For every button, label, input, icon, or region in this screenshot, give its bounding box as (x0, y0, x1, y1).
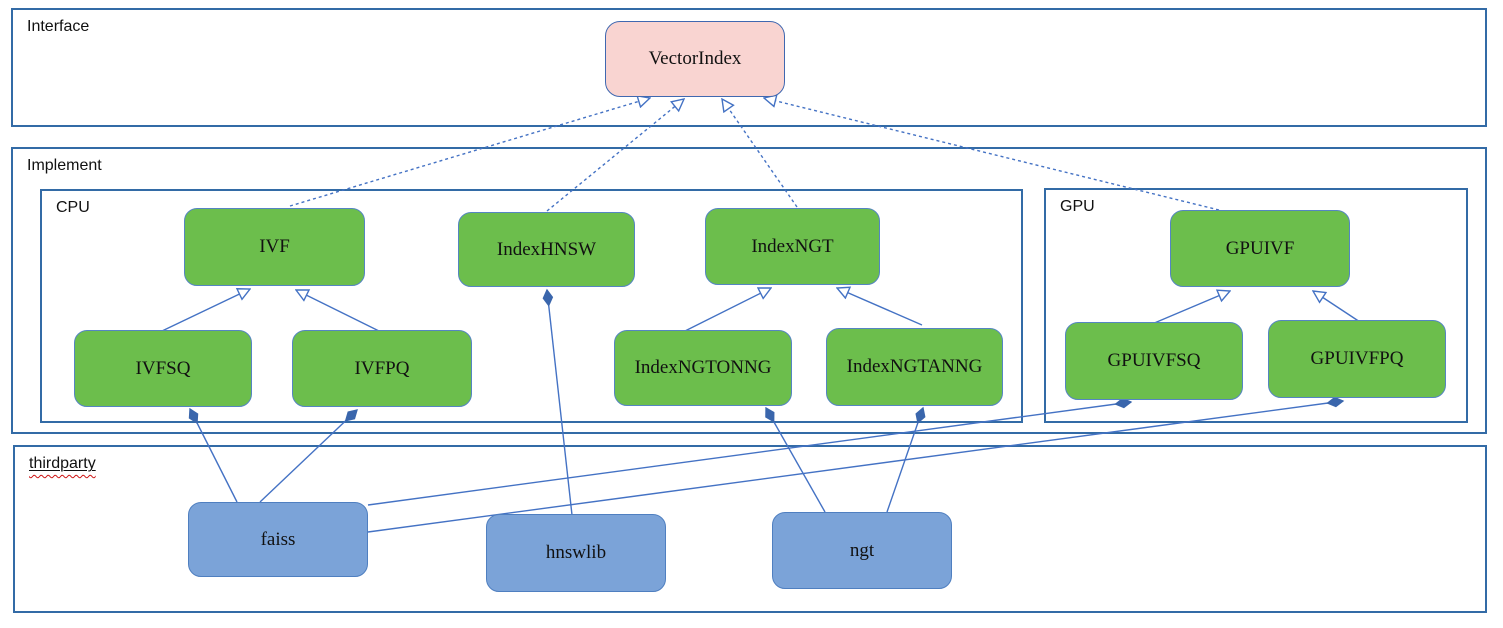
node-ivf-label: IVF (259, 236, 290, 257)
node-gpuivfpq-label: GPUIVFPQ (1310, 348, 1404, 369)
node-indexhnsw[interactable]: IndexHNSW (458, 212, 635, 287)
node-indexngtanng-label: IndexNGTANNG (846, 356, 983, 377)
node-ivf[interactable]: IVF (184, 208, 365, 286)
node-gpuivfsq-label: GPUIVFSQ (1107, 350, 1201, 371)
node-gpuivfsq[interactable]: GPUIVFSQ (1065, 322, 1243, 400)
node-ivfpq[interactable]: IVFPQ (292, 330, 472, 407)
container-interface-label: Interface (27, 18, 90, 35)
node-faiss[interactable]: faiss (188, 502, 368, 577)
node-indexngt[interactable]: IndexNGT (705, 208, 880, 285)
container-implement-label: Implement (27, 157, 102, 174)
node-indexhnsw-label: IndexHNSW (496, 238, 597, 260)
node-indexngt-label: IndexNGT (751, 235, 834, 257)
node-hnswlib[interactable]: hnswlib (486, 514, 666, 592)
node-indexngtonng[interactable]: IndexNGTONNG (614, 330, 792, 406)
node-ngt[interactable]: ngt (772, 512, 952, 589)
node-indexngtanng[interactable]: IndexNGTANNG (826, 328, 1003, 406)
node-hnswlib-label: hnswlib (545, 542, 607, 563)
node-ivfsq-label: IVFSQ (135, 357, 191, 379)
container-gpu-label: GPU (1060, 198, 1095, 215)
node-ivfpq-label: IVFPQ (354, 357, 410, 379)
node-faiss-label: faiss (260, 528, 296, 550)
node-vectorindex-label: VectorIndex (648, 48, 742, 69)
node-gpuivf[interactable]: GPUIVF (1170, 210, 1350, 287)
node-indexngtonng-label: IndexNGTONNG (634, 357, 772, 378)
node-gpuivfpq[interactable]: GPUIVFPQ (1268, 320, 1446, 398)
container-thirdparty-label: thirdparty (29, 455, 96, 472)
node-ngt-label: ngt (849, 539, 875, 561)
node-gpuivf-label: GPUIVF (1225, 237, 1295, 259)
node-vectorindex[interactable]: VectorIndex (605, 21, 785, 97)
container-cpu-label: CPU (56, 199, 90, 216)
node-ivfsq[interactable]: IVFSQ (74, 330, 252, 407)
